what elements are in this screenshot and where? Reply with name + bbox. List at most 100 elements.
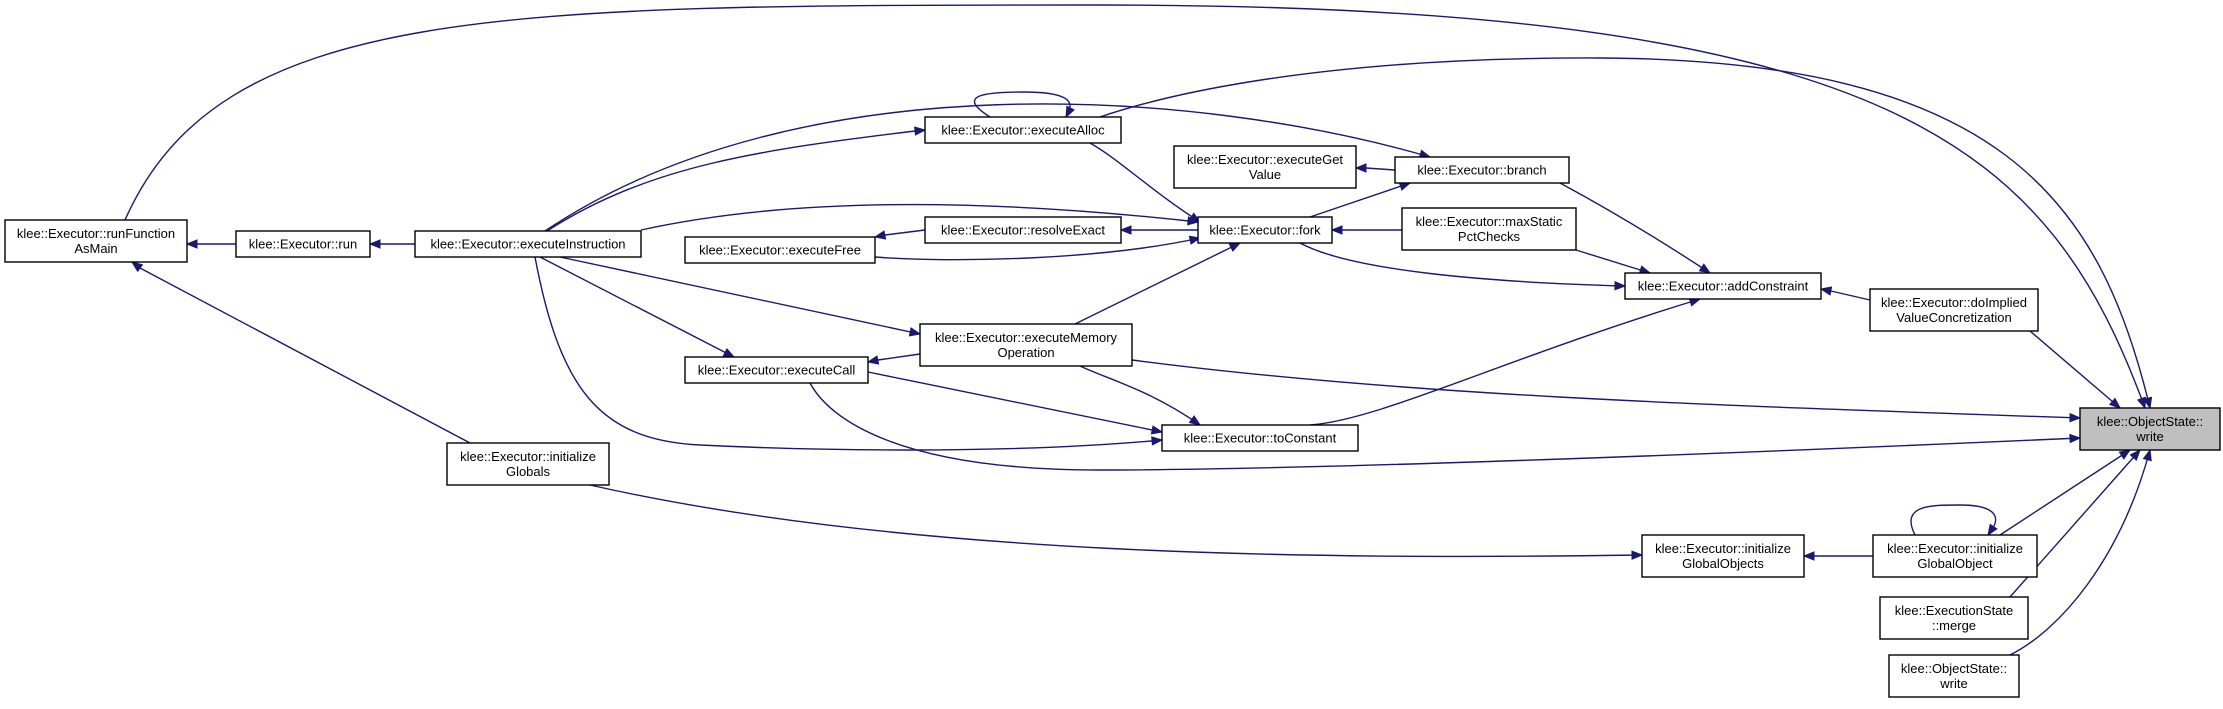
node-label: klee::Executor::initialize (460, 449, 596, 464)
node-label: klee::Executor::initialize (1655, 541, 1791, 556)
edge-addConstraint-to-toConstant (1309, 297, 1702, 426)
node-label: klee::ObjectState:: (1901, 661, 2007, 676)
edge-objectStateWrite-to-objectStateWrite2 (2009, 448, 2152, 656)
node-label: klee::Executor::runFunction (17, 226, 175, 241)
node-label: klee::Executor::resolveExact (941, 223, 1105, 238)
edge-fork-to-executeMemoryOperation (1074, 242, 1242, 325)
edge-line (124, 4, 2146, 409)
node-box (684, 356, 869, 384)
node-fork[interactable]: klee::Executor::fork (1197, 216, 1333, 244)
node-box (446, 442, 610, 486)
edge-executeMemoryOperation-to-executeInstruction (559, 256, 922, 337)
edge-line (874, 237, 1201, 261)
node-box (1869, 288, 2039, 332)
edge-fork-to-resolveExact (1119, 225, 1198, 235)
edge-line (1079, 365, 1201, 426)
edge-line (1575, 249, 1651, 274)
edge-line (2009, 449, 2151, 656)
arrow-head (1330, 225, 1343, 235)
edge-toConstant-to-executeInstruction (534, 256, 1164, 451)
edge-line (1910, 504, 1997, 536)
arrow-head (1614, 280, 1627, 291)
edge-executeMemoryOperation-to-executeCall (866, 353, 921, 365)
edge-toConstant-to-executeCall (867, 371, 1164, 435)
arrow-head (2136, 396, 2146, 410)
edge-line (1074, 242, 1241, 325)
node-toConstant[interactable]: klee::Executor::toConstant (1161, 424, 1359, 452)
node-label: klee::ExecutionState (1895, 603, 2014, 618)
edge-executeCall-to-executeInstruction (539, 256, 736, 358)
edge-line (539, 256, 735, 358)
edge-line (1131, 359, 2081, 419)
node-doImpliedValueConcretization[interactable]: klee::Executor::doImpliedValueConcretiza… (1869, 288, 2039, 332)
node-executeInstruction[interactable]: klee::Executor::executeInstruction (414, 230, 642, 258)
node-branch[interactable]: klee::Executor::branch (1394, 156, 1570, 184)
node-box (1401, 207, 1577, 251)
node-label: klee::ObjectState:: (2097, 414, 2203, 429)
arrow-head (873, 230, 887, 240)
arrow-head (1065, 105, 1075, 119)
arrow-head (2142, 448, 2152, 462)
node-box (2079, 407, 2221, 451)
node-label: write (1939, 676, 1967, 691)
edge-addConstraint-to-branch (1559, 182, 1712, 274)
edge-line (877, 353, 921, 361)
node-box (1624, 272, 1822, 300)
node-objectStateWrite[interactable]: klee::ObjectState::write (2079, 407, 2221, 451)
node-merge[interactable]: klee::ExecutionState::merge (1879, 596, 2029, 640)
node-addConstraint[interactable]: klee::Executor::addConstraint (1624, 272, 1822, 300)
node-objectStateWrite2[interactable]: klee::ObjectState::write (1888, 654, 2020, 698)
node-box (1872, 534, 2038, 578)
node-label: GlobalObject (1917, 556, 1993, 571)
arrow-head (1188, 415, 1202, 426)
node-label: klee::Executor::run (249, 237, 357, 252)
node-box (919, 323, 1133, 367)
node-run[interactable]: klee::Executor::run (235, 230, 371, 258)
node-label: AsMain (74, 241, 117, 256)
node-label: Globals (506, 464, 551, 479)
arrow-head (1698, 263, 1712, 274)
node-label: klee::Executor::executeCall (698, 363, 856, 378)
node-executeFree[interactable]: klee::Executor::executeFree (684, 236, 876, 264)
node-resolveExact[interactable]: klee::Executor::resolveExact (924, 216, 1122, 244)
node-label: write (2135, 429, 2163, 444)
node-label: klee::Executor::executeInstruction (430, 237, 625, 252)
node-label: Operation (997, 345, 1054, 360)
node-executeCall[interactable]: klee::Executor::executeCall (684, 356, 869, 384)
node-box (1161, 424, 1359, 452)
edge-line (139, 267, 471, 444)
edge-addConstraint-to-maxStaticPctChecks (1575, 249, 1652, 275)
node-label: klee::Executor::branch (1417, 163, 1546, 178)
edge-fork-to-executeInstruction (640, 203, 1200, 231)
edge-initializeGlobals-to-runFunctionAsMain (130, 261, 471, 444)
arrow-head (1151, 436, 1164, 446)
node-executeAlloc[interactable]: klee::Executor::executeAlloc (924, 116, 1122, 144)
edge-line (867, 371, 1163, 433)
edge-line (546, 130, 916, 232)
arrow-head (1631, 550, 1644, 560)
arrow-head (2142, 396, 2153, 410)
node-label: ::merge (1932, 618, 1976, 633)
arrow-head (1150, 425, 1164, 435)
node-box (1879, 596, 2029, 640)
node-box (414, 230, 642, 258)
edge-line (1099, 57, 2151, 409)
arrow-head (1187, 216, 1200, 226)
arrow-head (866, 355, 880, 365)
arrow-head (1819, 286, 1833, 296)
arrow-head (2118, 449, 2132, 460)
edge-line (809, 382, 2081, 471)
node-label: klee::Executor::fork (1209, 223, 1321, 238)
node-label: PctChecks (1458, 229, 1521, 244)
arrow-head (130, 261, 144, 273)
edge-resolveExact-to-executeFree (873, 229, 926, 240)
node-label: klee::Executor::toConstant (1184, 431, 1337, 446)
